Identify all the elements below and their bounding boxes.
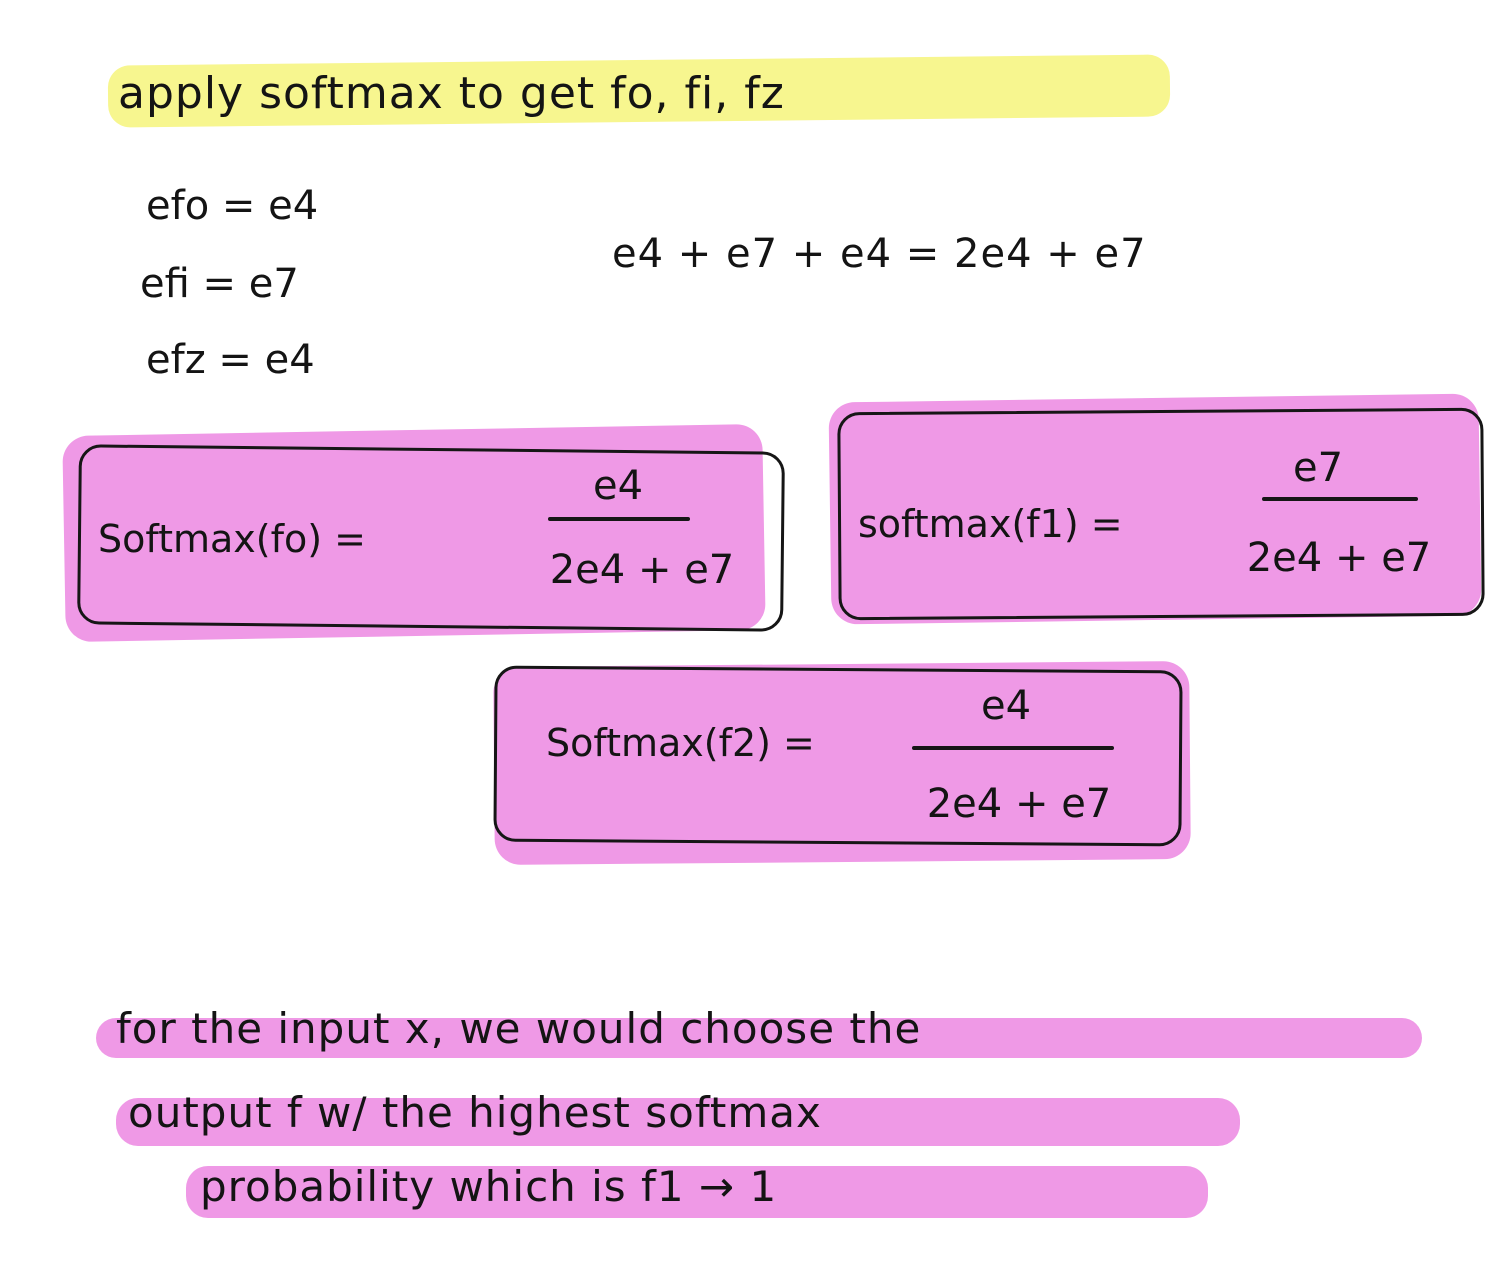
softmax-f2-fraction-bar bbox=[912, 746, 1114, 750]
conclusion-line-1: for the input x, we would choose the bbox=[116, 1004, 922, 1053]
softmax-f0-denominator: 2e4 + e7 bbox=[549, 547, 735, 593]
conclusion-line-3-highlight bbox=[186, 1166, 1208, 1218]
denominator-sum: e4 + e7 + e4 = 2e4 + e7 bbox=[612, 231, 1147, 277]
exp-f1: efi = e7 bbox=[140, 261, 299, 307]
title: apply softmax to get fo, fi, fz bbox=[118, 68, 785, 119]
softmax-f0-lhs: Softmax(fo) = bbox=[98, 517, 366, 561]
softmax-f2-numerator: e4 bbox=[980, 683, 1032, 729]
conclusion-line-2: output f w/ the highest softmax bbox=[128, 1088, 822, 1137]
conclusion-line-3: probability which is f1 → 1 bbox=[200, 1162, 778, 1211]
softmax-f2-lhs: Softmax(f2) = bbox=[546, 721, 815, 765]
exp-f2: efz = e4 bbox=[146, 337, 315, 383]
exp-f0: efo = e4 bbox=[146, 183, 319, 229]
softmax-f1-lhs: softmax(f1) = bbox=[858, 502, 1123, 546]
softmax-f1-fraction-bar bbox=[1262, 497, 1418, 501]
conclusion-line-2-highlight bbox=[116, 1098, 1240, 1146]
softmax-f0-fraction-bar bbox=[548, 517, 690, 521]
softmax-f0-numerator: e4 bbox=[592, 463, 644, 509]
conclusion-line-1-highlight bbox=[96, 1018, 1422, 1058]
softmax-f1-numerator: e7 bbox=[1292, 445, 1344, 491]
softmax-f2-denominator: 2e4 + e7 bbox=[926, 781, 1112, 827]
softmax-f1-denominator: 2e4 + e7 bbox=[1246, 535, 1432, 581]
